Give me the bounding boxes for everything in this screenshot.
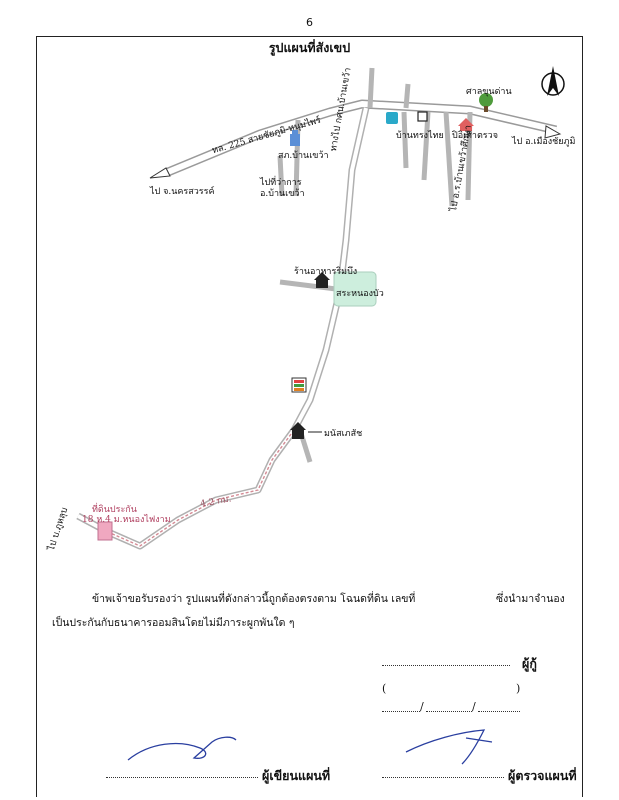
- map-title: รูปแผนที่สังเขป: [268, 40, 351, 55]
- arrow-west-icon: [149, 167, 171, 179]
- page-frame: [36, 36, 583, 797]
- date-slash-1: /: [420, 700, 424, 713]
- road-north-1: [367, 67, 375, 109]
- statement-line-1-tail: ซึ่งนำมาจำนอง: [496, 593, 565, 605]
- road-bank: [401, 111, 409, 169]
- checker-signature: [405, 729, 493, 765]
- bank-icon: [386, 112, 398, 124]
- road-bank-2: [421, 111, 431, 181]
- parcel-detail-label: 18 ห.4 ม.หนองไฟงาม: [82, 515, 171, 525]
- tree-icon: [479, 93, 493, 112]
- paren-close: ): [516, 682, 521, 695]
- paren-open: (: [382, 682, 387, 695]
- to-chaiyaphum-label: ไป อ.เมืองชัยภูมิ: [512, 137, 576, 147]
- pond-label: สระหนองบัว: [336, 289, 384, 299]
- post-office-label: ปิอิเศ้าตรวจ: [452, 131, 498, 141]
- parcel-shape: [97, 521, 113, 541]
- restaurant-label: ร้านอาหารริมบึง: [294, 267, 358, 277]
- main-road-south: [76, 107, 370, 550]
- date-month-line: [426, 710, 472, 712]
- statement-line-1: ข้าพเจ้าขอรับรองว่า รูปแผนที่ดังกล่าวนี้…: [92, 593, 416, 605]
- borrower-signature-line: [382, 664, 510, 666]
- road-district: [277, 155, 285, 197]
- date-year-line: [478, 710, 520, 712]
- house-icon: [290, 422, 306, 439]
- main-road-south-inner: [77, 107, 368, 548]
- police-station-label: สภ.บ้านเขว้า: [278, 151, 329, 161]
- checker-signature-line: [382, 776, 504, 778]
- parcel-label: ที่ดินประกัน: [92, 505, 137, 515]
- drawer-signature: [127, 736, 237, 761]
- bank-label: บ้านทรงไทย: [396, 131, 444, 141]
- checker-label: ผู้ตรวจแผนที่: [508, 768, 577, 783]
- post-office-icon: [458, 118, 474, 131]
- statement-line-2: เป็นประกันกับธนาคารออมสินโดยไม่มีภาระผูก…: [52, 617, 295, 629]
- road-north-2: [403, 83, 411, 109]
- date-slash-2: /: [472, 700, 476, 713]
- pond-shape: [333, 271, 377, 307]
- arrow-east-icon: [544, 125, 562, 139]
- shrine-label: ศาลขุนด่าน: [466, 87, 512, 97]
- drawer-signature-line: [106, 776, 258, 778]
- highway-road-inner: [166, 101, 557, 175]
- to-nakhonsawan-label: ไป จ.นครสวรรค์: [150, 187, 215, 197]
- north-arrow-icon: [541, 66, 565, 96]
- page-number: 6: [306, 16, 313, 29]
- road-south: [443, 111, 455, 207]
- restaurant-icon: [314, 272, 330, 288]
- route-path: [107, 429, 295, 547]
- house-label: มนัสเภสัช: [324, 429, 363, 439]
- district-office-label: ไปที่ว่าการ อ.บ้านเขว้า: [260, 178, 305, 199]
- store-icon: [291, 377, 307, 393]
- police-station-icon: [290, 130, 300, 146]
- borrower-label: ผู้กู้: [522, 656, 537, 671]
- building-icon: [417, 111, 428, 122]
- drawer-label: ผู้เขียนแผนที่: [262, 768, 331, 783]
- date-day-line: [382, 710, 420, 712]
